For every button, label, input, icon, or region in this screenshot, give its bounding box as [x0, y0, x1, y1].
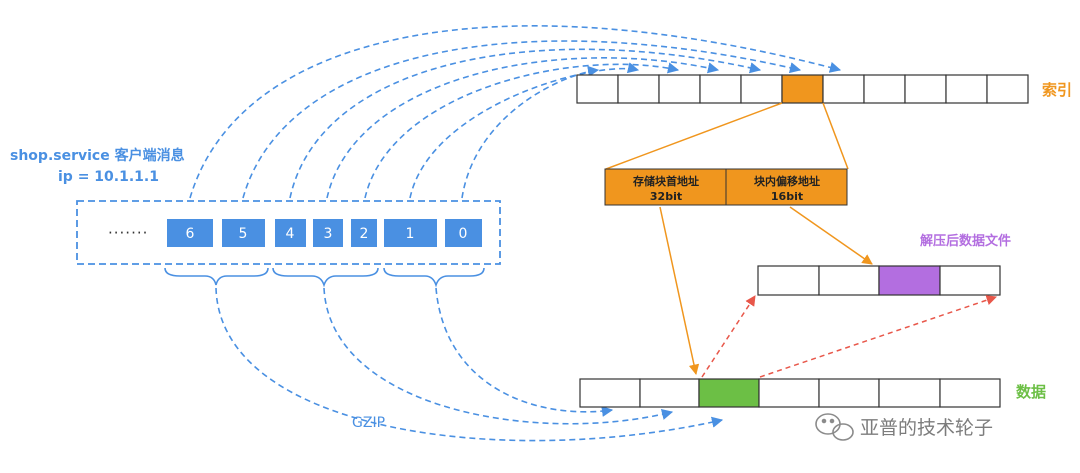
- data-row: [579, 378, 1001, 408]
- watermark-text: 亚普的技术轮子: [860, 417, 993, 439]
- decompress-arrows: [701, 295, 997, 378]
- arc-msg-6: [189, 25, 842, 199]
- ellipsis: ·······: [108, 224, 148, 242]
- index-label: 索引: [1042, 81, 1072, 99]
- brace-right: [383, 267, 485, 288]
- arrow-offset-to-decompressed: [789, 206, 873, 265]
- braces: [164, 267, 485, 288]
- decompressed-row: [757, 265, 1001, 296]
- decompressed-cell: [757, 265, 820, 296]
- svg-text:5: 5: [239, 226, 248, 242]
- data-label: 数据: [1016, 383, 1046, 401]
- index-cell: [986, 74, 1029, 104]
- svg-text:4: 4: [286, 226, 295, 242]
- message-box[interactable]: 5: [222, 219, 265, 247]
- wechat-icon: [815, 413, 854, 441]
- entry-field2-title: 块内偏移地址: [754, 174, 820, 188]
- brace-left: [164, 267, 269, 286]
- brace-middle: [272, 267, 379, 288]
- decompressed-cell-selected: [878, 265, 941, 296]
- arc-msg-0: [461, 65, 600, 199]
- entry-field1-title: 存储块首地址: [633, 174, 699, 188]
- entry-arrows: [659, 206, 873, 376]
- data-cell: [939, 378, 1001, 408]
- gzip-arrows: [215, 287, 724, 442]
- arc-msg-2: [364, 62, 680, 199]
- svg-text:6: 6: [186, 226, 195, 242]
- index-cell: [945, 74, 988, 104]
- message-box[interactable]: 1: [384, 219, 437, 247]
- watermark: 亚普的技术轮子: [815, 413, 993, 441]
- index-entry: 存储块首地址 32bit 块内偏移地址 16bit: [604, 168, 848, 206]
- svg-text:3: 3: [324, 226, 333, 242]
- entry-field2-size: 16bit: [771, 190, 803, 203]
- data-cell: [818, 378, 880, 408]
- data-cell: [639, 378, 700, 408]
- arc-msg-5: [242, 40, 802, 199]
- gzip-arc-middle: [323, 287, 674, 425]
- index-cell: [740, 74, 783, 104]
- index-cell: [863, 74, 906, 104]
- index-cell: [699, 74, 742, 104]
- client-ip: ip = 10.1.1.1: [58, 169, 159, 185]
- message-box[interactable]: 0: [445, 219, 482, 247]
- message-box[interactable]: 2: [351, 219, 377, 247]
- index-cell: [658, 74, 701, 104]
- gzip-arc-right: [435, 287, 614, 417]
- decompress-arrow-left: [701, 295, 756, 378]
- index-expand-lines: [605, 102, 849, 170]
- message-box[interactable]: 6: [167, 219, 213, 247]
- svg-text:2: 2: [360, 226, 369, 242]
- svg-text:1: 1: [406, 226, 415, 242]
- decompressed-cell: [939, 265, 1001, 296]
- client-title: shop.service 客户端消息: [10, 147, 185, 164]
- decompress-arrow-right: [759, 295, 997, 378]
- message-box[interactable]: 3: [313, 219, 343, 247]
- data-cell-selected: [698, 378, 760, 408]
- index-cell: [904, 74, 947, 104]
- arc-msg-1: [409, 62, 640, 199]
- arc-msg-3: [326, 57, 720, 199]
- data-cell: [758, 378, 820, 408]
- message-box[interactable]: 4: [275, 219, 306, 247]
- arrow-block-address-to-data: [659, 206, 700, 376]
- index-cell: [617, 74, 660, 104]
- decompressed-cell: [818, 265, 880, 296]
- client-message-container: [76, 200, 501, 265]
- index-cell: [576, 74, 619, 104]
- data-cell: [878, 378, 941, 408]
- decompressed-label: 解压后数据文件: [919, 233, 1011, 249]
- message-boxes: 6 5 4 3 2 1 0: [167, 219, 482, 247]
- svg-text:0: 0: [459, 226, 468, 242]
- index-arrows: [189, 25, 842, 199]
- index-cell: [822, 74, 865, 104]
- index-cell-selected: [781, 74, 824, 104]
- entry-field-block-offset: [725, 168, 848, 206]
- index-row: [576, 74, 1029, 104]
- entry-field1-size: 32bit: [650, 190, 682, 203]
- data-cell: [579, 378, 641, 408]
- arc-msg-4: [289, 48, 762, 199]
- gzip-label: GZIP: [352, 415, 385, 431]
